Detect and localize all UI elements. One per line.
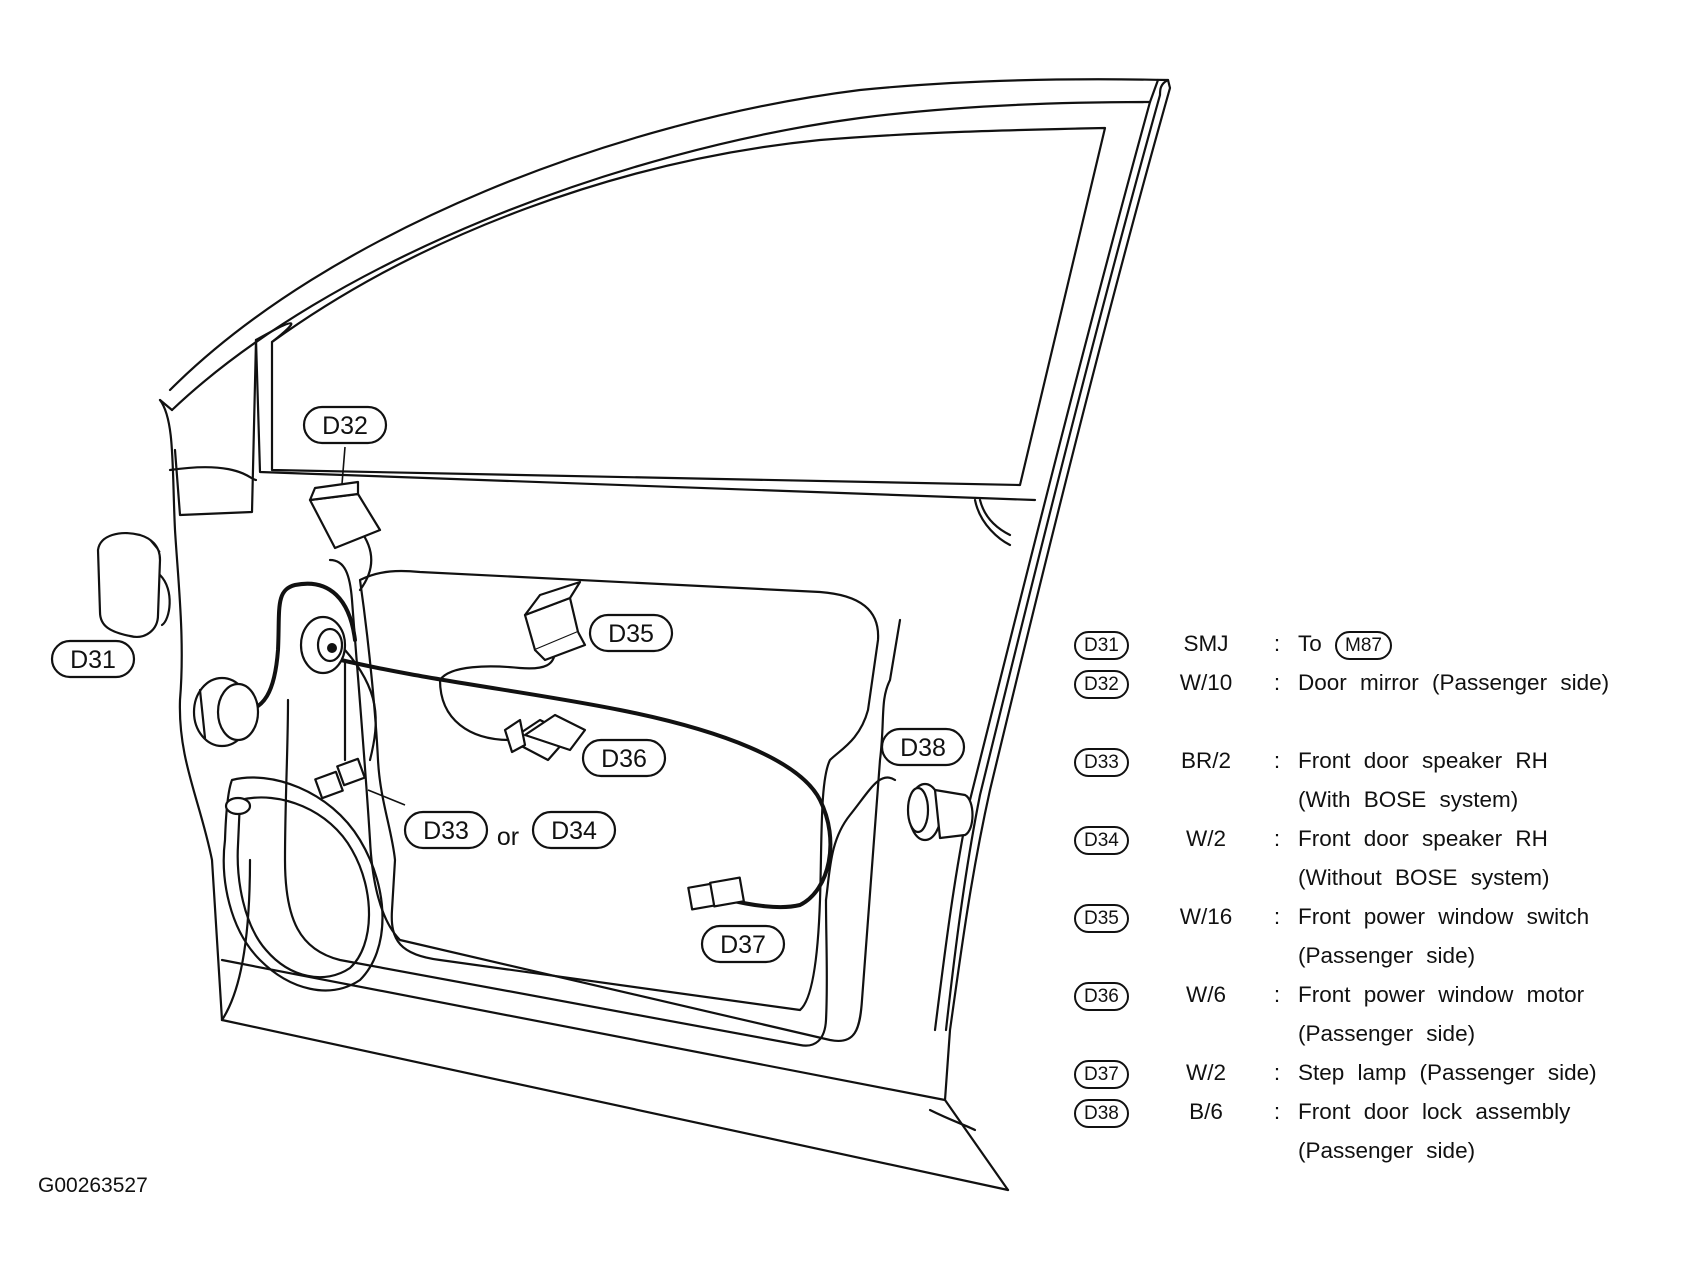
separator: :	[1273, 631, 1281, 656]
legend-row-d31: D31 SMJ : To M87	[1074, 624, 1674, 663]
separator: :	[1273, 1099, 1281, 1124]
connector-badge: D38	[1074, 1099, 1129, 1128]
connector-badge: D32	[1074, 670, 1129, 699]
part-grommet	[192, 676, 260, 748]
callout-d33: D33	[403, 810, 489, 850]
svg-text:D34: D34	[551, 817, 597, 845]
separator: :	[1273, 904, 1281, 929]
svg-text:D31: D31	[70, 646, 116, 674]
figure-code: G00263527	[38, 1174, 148, 1197]
window-frame	[168, 126, 1107, 517]
separator: :	[1273, 982, 1281, 1007]
trim-panel	[328, 498, 1012, 1132]
legend-row-d33: D33 BR/2 : Front door speaker RH(With BO…	[1074, 741, 1674, 819]
connector-spec: W/2	[1185, 1060, 1226, 1085]
separator: :	[1273, 670, 1281, 695]
connector-description: Front door lock assembly(Passenger side)	[1298, 1099, 1571, 1163]
wire-harness	[236, 498, 897, 1047]
legend-row-d38: D38 B/6 : Front door lock assembly(Passe…	[1074, 1092, 1674, 1170]
legend-row-d32: D32 W/10 : Door mirror (Passenger side)	[1074, 663, 1674, 702]
connector-description: Step lamp (Passenger side)	[1298, 1060, 1597, 1085]
svg-text:D35: D35	[608, 620, 654, 648]
part-d32-connector	[308, 480, 382, 550]
legend-row-d37: D37 W/2 : Step lamp (Passenger side)	[1074, 1053, 1674, 1092]
svg-text:D36: D36	[601, 745, 647, 773]
connector-spec: SMJ	[1183, 631, 1229, 656]
connector-ref-badge: M87	[1335, 631, 1392, 660]
svg-text:D38: D38	[900, 734, 946, 762]
part-d37-connector	[687, 876, 745, 911]
callout-or: or	[497, 823, 519, 851]
callout-d32: D32	[302, 405, 388, 445]
connector-description: Door mirror (Passenger side)	[1298, 670, 1610, 695]
legend-row-d35: D35 W/16 : Front power window switch(Pas…	[1074, 897, 1674, 975]
connector-spec: W/16	[1179, 904, 1233, 929]
connector-badge: D31	[1074, 631, 1129, 660]
callout-d35: D35	[588, 613, 674, 653]
connector-badge: D33	[1074, 748, 1129, 777]
svg-text:D32: D32	[322, 412, 368, 440]
separator: :	[1273, 748, 1281, 773]
separator: :	[1273, 826, 1281, 851]
connector-description: Front power window switch(Passenger side…	[1298, 904, 1590, 968]
callout-d38: D38	[880, 727, 966, 767]
part-d36-connector	[503, 713, 587, 762]
connector-spec: W/6	[1185, 982, 1226, 1007]
connector-spec: W/2	[1185, 826, 1226, 851]
part-d38-lock-connector	[906, 782, 974, 842]
connector-description: Front door speaker RH(Without BOSE syste…	[1298, 826, 1550, 890]
callout-d36: D36	[581, 738, 667, 778]
connector-spec: B/6	[1189, 1099, 1223, 1124]
connector-spec: BR/2	[1180, 748, 1232, 773]
connector-description: Front power window motor(Passenger side)	[1298, 982, 1585, 1046]
part-d35-connector	[523, 580, 587, 662]
connector-legend: D31 SMJ : To M87 D32 W/10 : Door mirror …	[1074, 624, 1674, 1170]
leader-lines	[341, 446, 406, 806]
legend-row-d34: D34 W/2 : Front door speaker RH(Without …	[1074, 819, 1674, 897]
speaker	[222, 776, 384, 992]
svg-text:D33: D33	[423, 817, 469, 845]
part-speaker-connector-hub	[299, 615, 347, 675]
connector-description: To M87	[1298, 624, 1678, 663]
connector-description: Front door speaker RH(With BOSE system)	[1298, 748, 1548, 812]
connector-spec: W/10	[1179, 670, 1233, 695]
svg-text:D37: D37	[720, 931, 766, 959]
callout-d37: D37	[700, 924, 786, 964]
connector-badge: D36	[1074, 982, 1129, 1011]
part-d31-mirror-connector	[96, 532, 171, 638]
callout-d31: D31	[50, 639, 136, 679]
legend-row-d36: D36 W/6 : Front power window motor(Passe…	[1074, 975, 1674, 1053]
connector-badge: D35	[1074, 904, 1129, 933]
part-d33-d34-connector	[314, 757, 366, 800]
callout-d34: D34	[531, 810, 617, 850]
connector-badge: D34	[1074, 826, 1129, 855]
connector-badge: D37	[1074, 1060, 1129, 1089]
separator: :	[1273, 1060, 1281, 1085]
